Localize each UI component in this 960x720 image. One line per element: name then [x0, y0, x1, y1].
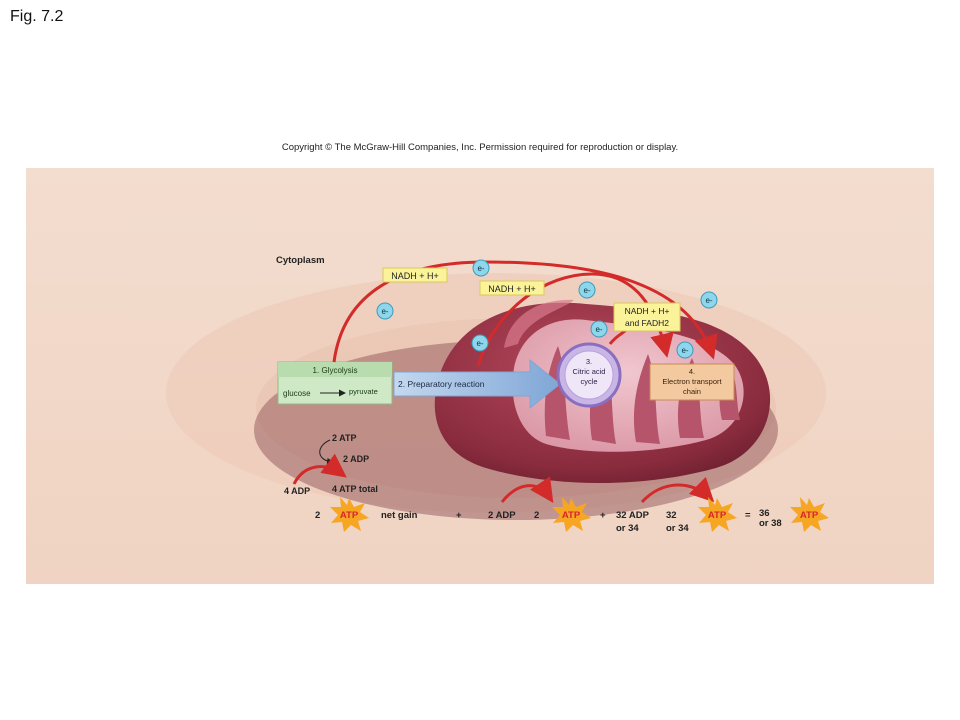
svg-text:ATP: ATP — [800, 510, 819, 521]
svg-text:e-: e- — [583, 286, 590, 295]
svg-text:ATP: ATP — [708, 510, 727, 521]
glycolysis-energy: 2 ATP 2 ADP 4 ADP 4 ATP total — [284, 433, 378, 496]
nadh-label-2: NADH + H+ — [479, 280, 545, 296]
preparatory-reaction-label: 2. Preparatory reaction — [398, 379, 485, 389]
glycolysis-input: glucose — [283, 389, 311, 398]
atp-burst-4: ATP — [790, 497, 829, 532]
svg-text:NADH + H+: NADH + H+ — [488, 284, 536, 294]
etc-line2: chain — [683, 387, 701, 396]
citric-num: 3. — [586, 357, 592, 366]
adp-etc-line1: 32 ADP — [616, 510, 650, 521]
equals-sign: = — [745, 510, 751, 521]
glycolysis-title: 1. Glycolysis — [313, 366, 358, 375]
svg-text:and FADH2: and FADH2 — [625, 318, 669, 328]
etc-atp-count-line1: 32 — [666, 510, 677, 521]
nadh-label-1: NADH + H+ — [382, 267, 448, 283]
svg-text:e-: e- — [381, 307, 388, 316]
plus-sign-2: + — [600, 510, 606, 521]
etc-line1: Electron transport — [662, 377, 722, 386]
svg-text:e-: e- — [681, 346, 688, 355]
svg-text:ATP: ATP — [340, 510, 359, 521]
glycolysis-adp-out: 2 ADP — [343, 454, 369, 464]
svg-text:e-: e- — [705, 296, 712, 305]
glycolysis-adp-in: 4 ADP — [284, 486, 310, 496]
atp-production-arrows — [500, 476, 715, 504]
adp-etc-line2: or 34 — [616, 523, 639, 534]
etc-num: 4. — [689, 367, 695, 376]
glyc-atp-count: 2 — [315, 510, 320, 521]
figure-label: Fig. 7.2 — [10, 8, 64, 25]
atp-burst-1: ATP — [330, 497, 369, 532]
etc-atp-count-line2: or 34 — [666, 523, 689, 534]
citric-line1: Citric acid — [573, 367, 606, 376]
preparatory-reaction-arrow: 2. Preparatory reaction — [393, 358, 561, 410]
total-line1: 36 — [759, 508, 770, 519]
svg-text:e-: e- — [476, 339, 483, 348]
atp-burst-3: ATP — [698, 497, 737, 532]
atp-burst-2: ATP — [552, 497, 591, 532]
svg-text:NADH + H+: NADH + H+ — [391, 271, 439, 281]
cytoplasm-label: Cytoplasm — [276, 255, 325, 266]
glycolysis-box: 1. Glycolysis glucose pyruvate — [277, 361, 393, 405]
adp-citric: 2 ADP — [488, 510, 516, 521]
citric-atp-count: 2 — [534, 510, 539, 521]
nadh-fadh-label: NADH + H+ and FADH2 — [613, 302, 681, 332]
svg-text:ATP: ATP — [562, 510, 581, 521]
electron-icon-6: e- — [590, 320, 608, 338]
electron-icon-7: e- — [676, 341, 694, 359]
electron-transport-chain-box: 4. Electron transport chain — [649, 363, 735, 401]
net-gain-label: net gain — [381, 510, 418, 521]
citric-line2: cycle — [580, 377, 597, 386]
total-line2: or 38 — [759, 518, 782, 529]
svg-text:e-: e- — [477, 264, 484, 273]
svg-text:e-: e- — [595, 325, 602, 334]
cellular-respiration-diagram: 2. Preparatory reaction 1. Glycolysis gl… — [26, 168, 934, 584]
electron-icon-4: e- — [700, 291, 718, 309]
citric-acid-cycle: 3. Citric acid cycle — [556, 342, 622, 408]
atp-summary: 2 ATP net gain + 2 ADP 2 ATP + 32 ADP or… — [315, 497, 829, 534]
glycolysis-output: pyruvate — [349, 387, 378, 396]
svg-text:NADH + H+: NADH + H+ — [625, 306, 670, 316]
electron-icon-2: e- — [376, 302, 394, 320]
electron-icon-1: e- — [472, 259, 490, 277]
glycolysis-atp-in: 2 ATP — [332, 433, 357, 443]
electron-icon-3: e- — [578, 281, 596, 299]
glycolysis-atp-total: 4 ATP total — [332, 484, 378, 494]
copyright-notice: Copyright © The McGraw-Hill Companies, I… — [281, 142, 679, 153]
electron-icon-5: e- — [471, 334, 489, 352]
plus-sign-1: + — [456, 510, 462, 521]
